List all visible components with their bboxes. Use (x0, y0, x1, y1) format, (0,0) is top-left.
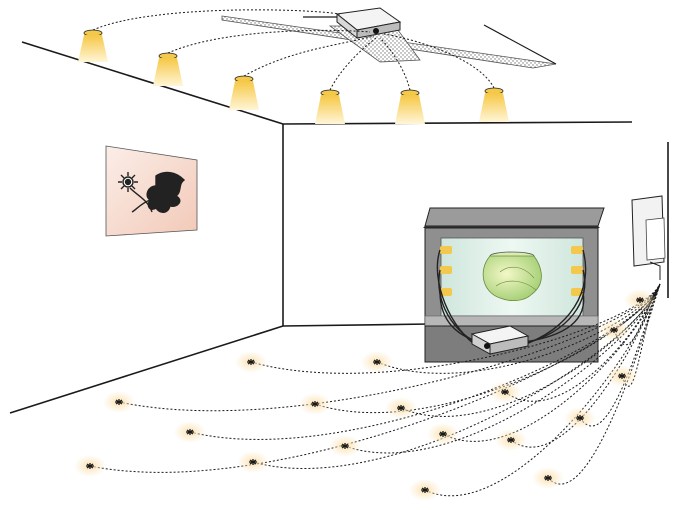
floor-wire (504, 283, 661, 402)
floor-light (532, 467, 564, 489)
floor-light (624, 289, 656, 311)
floor-light (598, 319, 630, 341)
floor-light (606, 365, 638, 387)
ceiling-spotlight-4 (315, 89, 345, 124)
floor-light (564, 407, 596, 429)
display-cabinet (423, 207, 605, 363)
vase-icon (482, 251, 542, 302)
floor-light (235, 351, 267, 373)
floor-light (361, 351, 393, 373)
floor-light (237, 451, 269, 473)
floor-light (427, 423, 459, 445)
cabinet-wiring (436, 249, 587, 349)
floor-wire (252, 283, 661, 469)
ceiling-left-edge (21, 41, 284, 125)
floor-light (409, 479, 441, 501)
ceiling-spotlight-5 (395, 89, 425, 124)
cabinet-side-lights (440, 246, 583, 296)
ceiling-spotlight-1 (78, 29, 108, 62)
ceiling-spotlights (78, 29, 509, 124)
floor-light (495, 429, 527, 451)
floor-light (489, 381, 521, 403)
floor-wire (547, 283, 661, 485)
floor-wire (424, 283, 661, 497)
driver-box-icon (335, 7, 402, 40)
floor-lights (74, 289, 656, 501)
floor-light (329, 435, 361, 457)
floor-wire (118, 283, 661, 412)
ceiling-spotlight-3 (229, 75, 259, 110)
flower-artwork-icon (105, 145, 198, 237)
floor-light (299, 393, 331, 415)
floor-left-edge (9, 325, 284, 414)
floor-wire (344, 283, 661, 454)
ceiling-spotlight-2 (153, 52, 183, 86)
ceiling-wiring (92, 9, 495, 91)
floor-light (385, 397, 417, 419)
control-panel-icon (631, 195, 666, 280)
floor-wire (89, 283, 661, 473)
driver-box-icon (470, 325, 530, 355)
floor-back-edge (282, 323, 431, 327)
floor-light (174, 421, 206, 443)
ceiling-spotlight-6 (479, 87, 509, 122)
floor-light (74, 455, 106, 477)
floor-light (103, 391, 135, 413)
